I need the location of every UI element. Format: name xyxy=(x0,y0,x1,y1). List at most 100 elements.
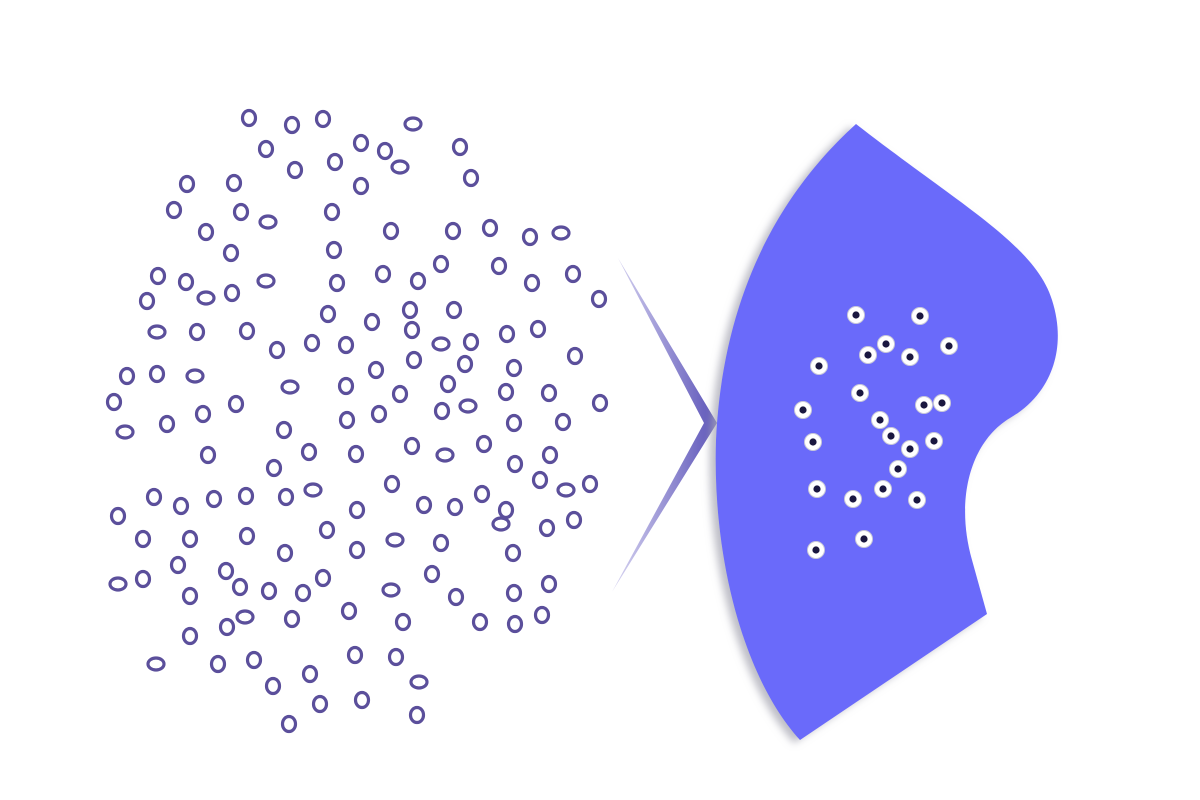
particle-ring xyxy=(149,266,167,286)
particle-ring xyxy=(523,273,541,293)
particle-ring xyxy=(403,116,423,132)
particle-ring xyxy=(445,300,463,320)
particle-ring xyxy=(238,526,256,546)
particle-ring xyxy=(294,583,312,603)
marked-dot xyxy=(889,460,907,478)
marked-dot xyxy=(933,394,951,412)
dot-center xyxy=(930,437,938,445)
particle-ring xyxy=(328,273,346,293)
particle-ring xyxy=(381,582,401,598)
marked-dot xyxy=(908,491,926,509)
dot-center xyxy=(813,485,821,493)
dot-center xyxy=(938,399,946,407)
particle-ring xyxy=(265,458,283,478)
particle-ring xyxy=(188,322,206,342)
particle-ring xyxy=(408,705,426,725)
particle-ring xyxy=(196,290,216,306)
particle-ring xyxy=(264,676,282,696)
particle-ring xyxy=(403,320,421,340)
particle-ring xyxy=(231,577,249,597)
marked-dot xyxy=(808,480,826,498)
particle-ring xyxy=(505,583,523,603)
particle-ring xyxy=(473,484,491,504)
particle-ring xyxy=(303,333,321,353)
particle-ring xyxy=(462,332,480,352)
particle-ring xyxy=(283,609,301,629)
particle-ring xyxy=(218,617,236,637)
marked-dot xyxy=(855,530,873,548)
particle-ring xyxy=(280,714,298,734)
particle-ring xyxy=(403,436,421,456)
dot-center xyxy=(864,351,872,359)
particle-ring xyxy=(497,500,515,520)
particle-ring xyxy=(409,674,429,690)
particle-ring xyxy=(199,445,217,465)
particle-ring xyxy=(338,410,356,430)
particle-ring xyxy=(181,586,199,606)
particle-ring xyxy=(257,139,275,159)
particle-ring xyxy=(318,520,336,540)
particle-ring xyxy=(432,254,450,274)
particle-ring xyxy=(158,414,176,434)
marked-dots xyxy=(794,306,958,559)
particle-ring xyxy=(286,160,304,180)
dot-center xyxy=(849,495,857,503)
particle-ring xyxy=(439,374,457,394)
particle-ring xyxy=(521,227,539,247)
marked-dot xyxy=(901,348,919,366)
particle-ring xyxy=(383,474,401,494)
particle-ring xyxy=(217,561,235,581)
dot-center xyxy=(887,432,895,440)
particle-ring xyxy=(197,222,215,242)
particle-ring xyxy=(591,393,609,413)
particle-ring xyxy=(340,601,358,621)
dot-center xyxy=(920,401,928,409)
particle-ring xyxy=(363,312,381,332)
particle-ring xyxy=(451,137,469,157)
particle-ring xyxy=(352,133,370,153)
particle-ring xyxy=(235,609,255,625)
particle-ring xyxy=(245,650,263,670)
particle-ring xyxy=(146,656,166,672)
particle-ring xyxy=(169,555,187,575)
particle-ring xyxy=(148,364,166,384)
particle-ring xyxy=(348,540,366,560)
particle-ring xyxy=(540,574,558,594)
particle-ring xyxy=(147,324,167,340)
marked-dot xyxy=(940,337,958,355)
particle-ring xyxy=(337,335,355,355)
particle-ring xyxy=(277,487,295,507)
particle-ring xyxy=(446,497,464,517)
particle-ring xyxy=(458,398,478,414)
particle-ring xyxy=(374,264,392,284)
particle-ring xyxy=(394,612,412,632)
marked-dot xyxy=(911,307,929,325)
particle-ring xyxy=(367,360,385,380)
dot-center xyxy=(809,438,817,446)
particle-ring xyxy=(181,529,199,549)
particle-ring xyxy=(205,489,223,509)
particle-ring xyxy=(456,354,474,374)
marked-dot xyxy=(847,306,865,324)
chevron-right-icon xyxy=(612,258,717,592)
particle-ring xyxy=(444,221,462,241)
particle-ring xyxy=(301,664,319,684)
particle-ring xyxy=(172,496,190,516)
particle-ring xyxy=(258,214,278,230)
particle-ring xyxy=(391,384,409,404)
particle-cluster xyxy=(105,108,609,734)
dot-center xyxy=(882,340,890,348)
marked-dot xyxy=(874,480,892,498)
particle-ring xyxy=(490,256,508,276)
marked-dot xyxy=(901,440,919,458)
particle-ring xyxy=(268,340,286,360)
particle-ring xyxy=(325,240,343,260)
particle-ring xyxy=(346,645,364,665)
particle-ring xyxy=(225,173,243,193)
dot-center xyxy=(906,445,914,453)
particle-ring xyxy=(115,424,135,440)
particle-ring xyxy=(491,516,511,532)
particle-ring xyxy=(319,304,337,324)
